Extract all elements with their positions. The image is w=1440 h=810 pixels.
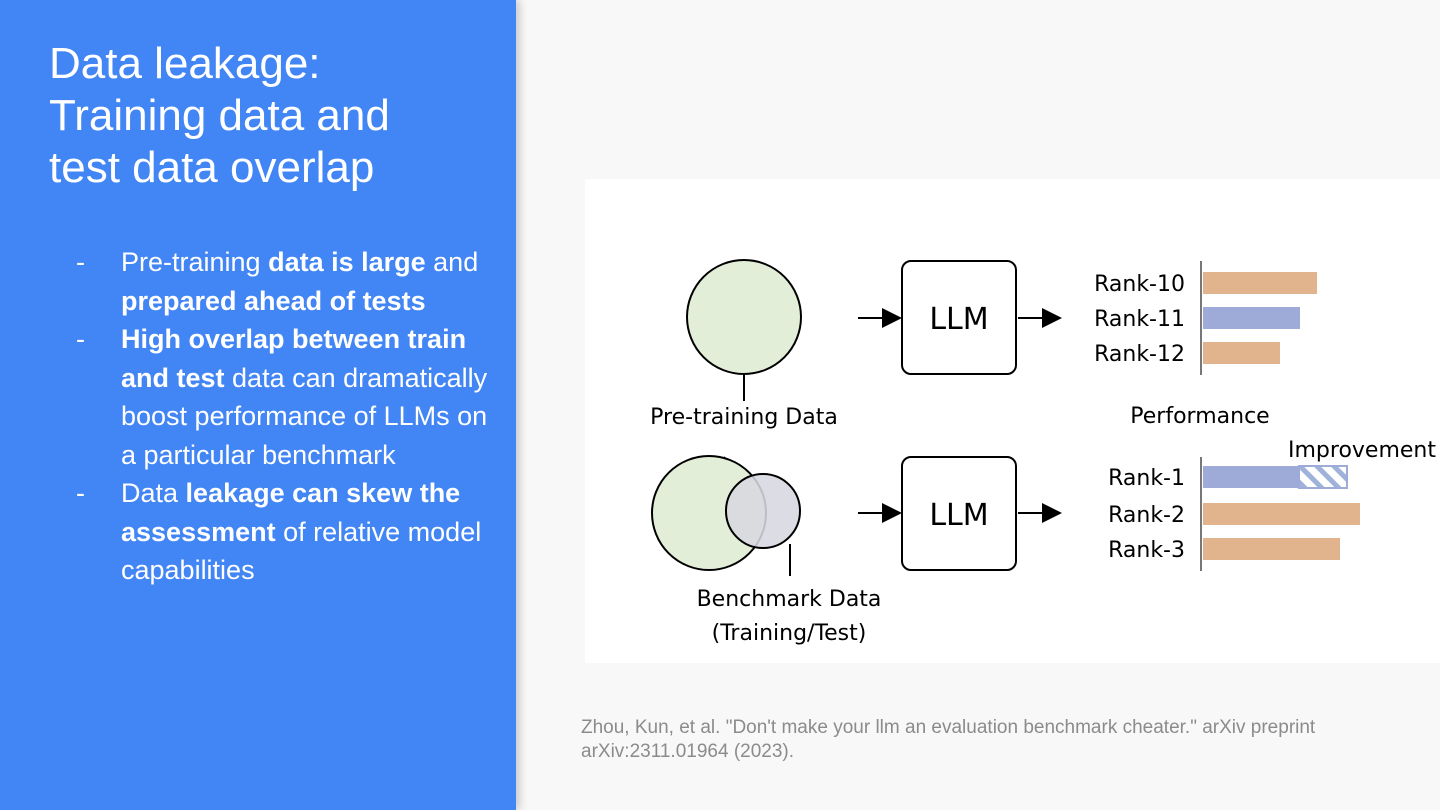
benchmark-data-label-line: (Training/Test) — [712, 621, 867, 646]
rank-label: Rank-3 — [1108, 538, 1185, 563]
bullet-text-segment: data can dramatically boost performance … — [121, 362, 488, 470]
bullet-marker: - — [76, 324, 85, 354]
pretraining-data-circle-icon — [686, 259, 802, 375]
rank-label: Rank-12 — [1094, 342, 1185, 367]
rank-label: Rank-2 — [1108, 503, 1185, 528]
citation-line: Zhou, Kun, et al. "Don't make your llm a… — [581, 717, 1316, 738]
improvement-bar — [1298, 465, 1348, 489]
slide-title-line: test data overlap — [49, 143, 375, 192]
performance-bar — [1203, 272, 1317, 294]
rank-label: Rank-10 — [1094, 272, 1185, 297]
benchmark-data-label-line: Benchmark Data — [697, 587, 882, 612]
slide-title-line: Data leakage: — [49, 39, 321, 88]
bullet-text-segment: Pre-training — [121, 247, 269, 277]
rank-label: Rank-1 — [1108, 466, 1185, 491]
bullet-bold-segment: data is large — [268, 247, 426, 277]
bullet-item: - Data leakage can skew the assessment o… — [72, 474, 492, 590]
slide-bullet-list: - Pre-training data is large and prepare… — [72, 243, 492, 590]
bullet-bold-segment: High overlap between train and test — [121, 324, 467, 393]
llm-label-bottom: LLM — [929, 498, 988, 533]
left-content-panel: Data leakage: Training data and test dat… — [0, 0, 516, 810]
bullet-bold-segment: prepared ahead of tests — [121, 285, 426, 316]
pretraining-data-label: Pre-training Data — [650, 405, 838, 430]
bullet-bold-segment: leakage can skew the assessment — [121, 478, 461, 547]
llm-label-top: LLM — [929, 302, 988, 337]
llm-box-top — [901, 260, 1017, 375]
bullet-item: - Pre-training data is large and prepare… — [72, 243, 492, 320]
performance-bar — [1203, 466, 1299, 488]
performance-bar — [1203, 307, 1300, 329]
bullet-marker: - — [76, 247, 85, 277]
citation: Zhou, Kun, et al. "Don't make your llm a… — [581, 716, 1401, 764]
benchmark-data-circle-icon — [725, 473, 801, 549]
performance-bar — [1203, 538, 1340, 560]
citation-line: arXiv:2311.01964 (2023). — [581, 741, 795, 762]
bullet-item: - High overlap between train and test da… — [72, 320, 492, 474]
performance-bar — [1203, 503, 1360, 525]
rank-label: Rank-11 — [1094, 307, 1185, 332]
bullet-text-segment: Data — [121, 478, 186, 508]
performance-bar — [1203, 342, 1280, 364]
slide-title: Data leakage: Training data and test dat… — [49, 38, 479, 194]
bullet-marker: - — [76, 478, 85, 508]
improvement-label: Improvement — [1288, 438, 1436, 463]
performance-label: Performance — [1130, 404, 1269, 429]
bullet-text-segment: of relative model capabilities — [121, 516, 482, 586]
bullet-text-segment: and — [425, 247, 479, 277]
slide-title-line: Training data and — [49, 91, 390, 140]
data-leakage-diagram: Pre-training Data LLM Rank-10Rank-11Rank… — [650, 259, 1436, 646]
llm-box-bottom — [901, 456, 1017, 571]
